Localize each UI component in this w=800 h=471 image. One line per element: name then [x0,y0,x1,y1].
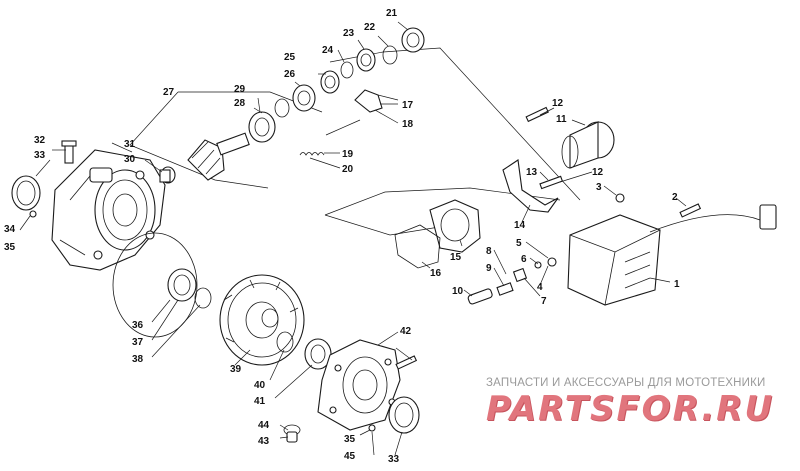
callout-28: 28 [234,98,246,109]
callout-34: 34 [4,224,16,235]
callout-33-left: 33 [34,150,46,161]
gasket-16 [394,224,441,269]
callout-12-top: 12 [552,98,564,109]
pinion-gear [187,132,250,181]
callout-26: 26 [284,69,296,80]
callout-16: 16 [430,268,442,279]
motor-11 [561,121,615,169]
callout-38: 38 [132,354,144,365]
gear-case-housing [51,149,166,271]
callout-22: 22 [364,22,376,33]
callout-41: 41 [254,396,266,407]
housing-15 [429,199,481,253]
callout-2: 2 [672,192,678,203]
callout-18: 18 [402,119,414,130]
shim-29 [274,98,290,118]
snap-ring-22 [382,45,398,65]
drain-plug [283,424,301,443]
bracket-14 [502,159,559,213]
bearing-26 [292,84,316,112]
callout-9: 9 [486,263,492,274]
callout-36: 36 [132,320,144,331]
spring-19 [299,152,325,156]
callout-11: 11 [556,114,567,125]
bolt-2 [679,203,702,218]
shim-40 [276,331,294,353]
callout-7: 7 [541,296,547,307]
coupling-30 [159,166,176,184]
callout-21: 21 [386,8,398,19]
cover-bolt [395,355,418,370]
callout-37: 37 [132,337,144,348]
callout-14: 14 [514,220,526,231]
callout-5: 5 [516,238,522,249]
callout-32: 32 [34,135,46,146]
callout-17: 17 [402,100,414,111]
callout-44: 44 [258,420,270,431]
part-callouts: 1 2 3 4 5 6 7 8 9 10 11 12 12 13 14 15 1… [4,8,680,465]
shift-fork [354,89,399,113]
assembly-bracket-lines [129,47,581,236]
callout-29: 29 [234,84,246,95]
callout-12-right: 12 [592,167,604,178]
small-parts [467,257,557,305]
callout-35-bottom: 35 [344,434,356,445]
callout-1: 1 [674,279,680,290]
callout-13: 13 [526,167,538,178]
washer-34 [29,210,37,218]
bearing-28 [248,111,276,143]
actuator-1 [567,204,777,306]
watermark-logo: PARTSFOR.RU [486,389,775,429]
callout-3: 3 [596,182,602,193]
callout-45: 45 [344,451,356,462]
collar-23 [356,48,376,72]
bolt-12-top [525,106,549,123]
callout-39: 39 [230,364,242,375]
callout-33-bottom: 33 [388,454,400,465]
callout-25: 25 [284,52,296,63]
snap-ring-38 [194,287,212,309]
callout-40: 40 [254,380,266,391]
shift-shaft [325,119,361,136]
callout-27: 27 [163,87,175,98]
leader-lines [19,21,687,456]
callout-31: 31 [124,139,136,150]
callout-15: 15 [450,252,462,263]
breather-bolt [61,140,77,164]
bearing-25 [320,70,340,94]
ring-gear [219,274,305,366]
callout-19: 19 [342,149,354,160]
callout-4: 4 [537,282,543,293]
callout-24: 24 [322,45,334,56]
watermark-caption: ЗАПЧАСТИ И АКСЕССУАРЫ ДЛЯ МОТОТЕХНИКИ [486,377,766,389]
nut-3 [615,193,625,203]
callout-42: 42 [400,326,412,337]
bearing-37 [167,268,197,302]
callout-35-left: 35 [4,242,16,253]
callout-20: 20 [342,164,354,175]
callout-8: 8 [486,246,492,257]
callout-23: 23 [343,28,355,39]
ring-24 [340,61,354,79]
bolt-13 [539,175,564,190]
washer-35 [368,424,376,432]
callout-10: 10 [452,286,464,297]
callout-6: 6 [521,254,527,265]
callout-30: 30 [124,154,136,165]
o-ring-large [112,232,198,338]
seal-left [11,175,41,211]
callout-43: 43 [258,436,270,447]
seal-21 [401,27,425,53]
seal-bottom [388,396,420,434]
